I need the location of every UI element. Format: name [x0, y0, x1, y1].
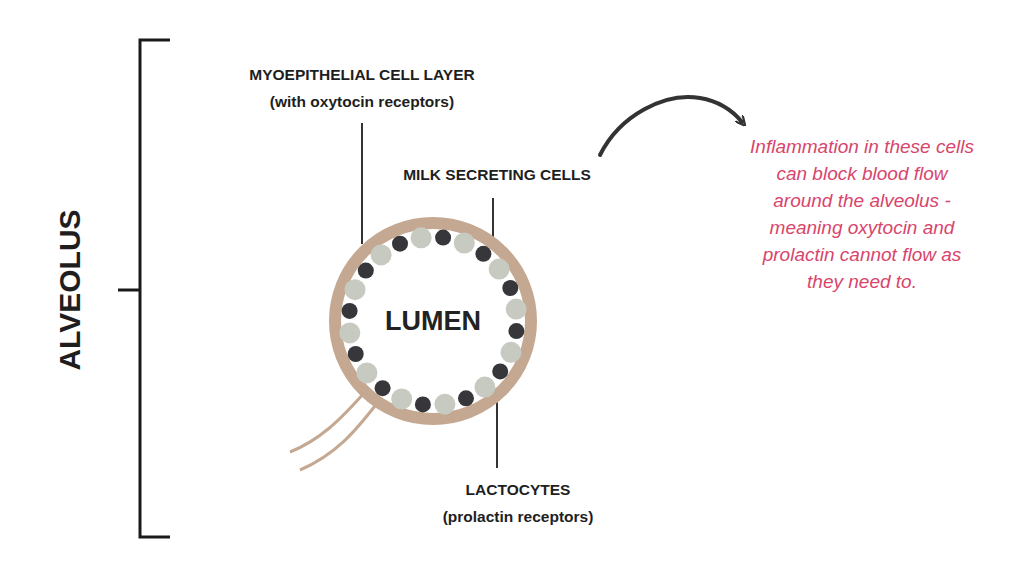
callout-arrow — [600, 97, 742, 155]
vertical-title: ALVEOLUS — [53, 209, 87, 370]
duct — [300, 402, 378, 470]
part-label: MYOEPITHELIAL CELL LAYER — [249, 66, 474, 84]
bracket-tick — [118, 289, 140, 292]
part-sublabel: (prolactin receptors) — [443, 508, 594, 526]
part-label: LACTOCYTES — [466, 481, 571, 499]
lumen-label: LUMEN — [385, 306, 481, 337]
leader-line — [361, 123, 363, 244]
duct — [290, 392, 365, 452]
alveolus-circle: LUMEN — [327, 215, 539, 427]
part-label: MILK SECRETING CELLS — [403, 166, 591, 184]
note-text: Inflammation in these cells can block bl… — [747, 134, 977, 296]
bracket — [140, 40, 170, 537]
part-sublabel: (with oxytocin receptors) — [270, 93, 454, 111]
